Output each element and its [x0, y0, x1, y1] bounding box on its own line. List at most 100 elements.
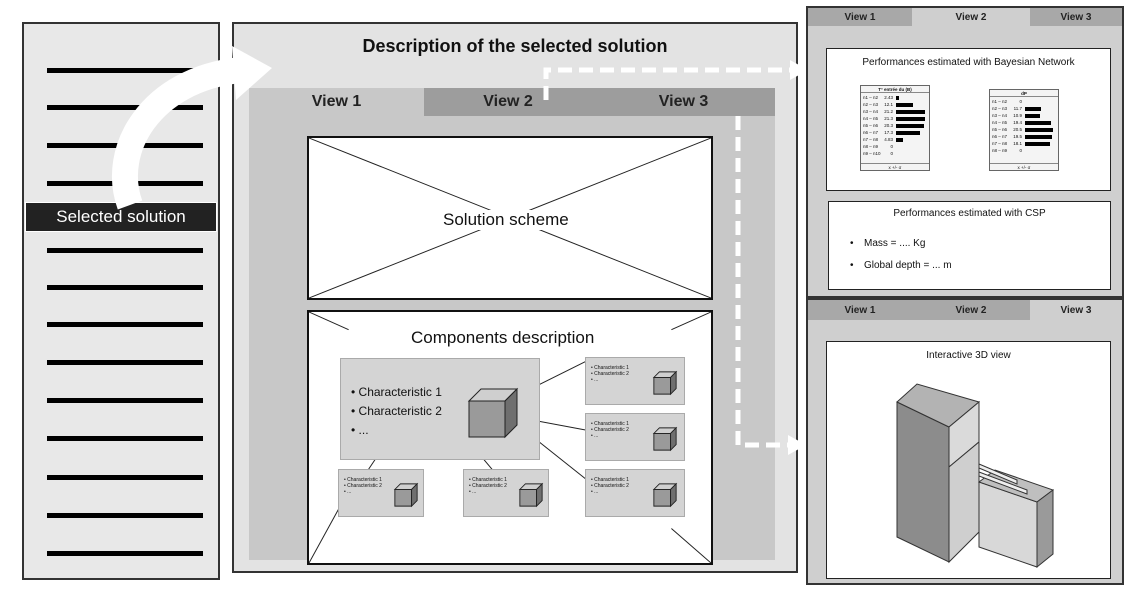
characteristic-item: ... [344, 489, 382, 495]
right-top-tab-view-2[interactable]: View 2 [912, 8, 1030, 26]
3d-model-render [896, 383, 1055, 569]
table-row-bar [1025, 114, 1040, 118]
component-card[interactable]: Characteristic 1Characteristic 2... [463, 469, 549, 517]
table-row-value: 21.3 [884, 116, 893, 121]
table-row-bar [896, 110, 925, 114]
pressure-drop-table-footer: x +/- σ [990, 163, 1058, 170]
table-row-bar [1025, 128, 1053, 132]
table-row-bar [896, 96, 900, 100]
characteristic-item: Characteristic 2 [591, 427, 629, 433]
table-row-value: 11.7 [1013, 106, 1022, 111]
table-row-value: 0 [890, 151, 893, 156]
table-row-bar [896, 117, 926, 121]
main-component[interactable]: Characteristic 1 Characteristic 2 ... [340, 358, 540, 460]
table-row-label: n3 – n4 [863, 109, 879, 114]
table-row-value: 0 [890, 144, 893, 149]
solution-list-item[interactable] [47, 68, 203, 73]
right-bottom-tab-view-1[interactable]: View 1 [808, 300, 912, 320]
solution-list-item[interactable] [47, 248, 203, 253]
solution-list-item[interactable] [47, 551, 203, 556]
table-row-label: n5 – n6 [863, 123, 879, 128]
description-title: Description of the selected solution [362, 36, 668, 56]
solution-list-item[interactable] [47, 360, 203, 365]
characteristic-item: Characteristic 2 [469, 483, 507, 489]
characteristic-item: Characteristic 1 [351, 383, 442, 402]
right-bottom-tab-view-2[interactable]: View 2 [912, 300, 1030, 320]
component-characteristics: Characteristic 1Characteristic 2... [344, 477, 382, 495]
characteristic-item: Characteristic 2 [591, 371, 629, 377]
table-row-bar [1025, 107, 1041, 111]
component-card[interactable]: Characteristic 1Characteristic 2... [585, 357, 685, 405]
table-row-value: 10.9 [1013, 113, 1022, 118]
table-row-label: n7 – n8 [863, 137, 879, 142]
table-row-label: n8 – n9 [863, 144, 879, 149]
table-row-value: 4.83 [884, 137, 893, 142]
component-cube-icon [393, 482, 419, 508]
table-row-value: 19.4 [1013, 120, 1022, 125]
solution-list-item[interactable] [47, 322, 203, 327]
components-description-label: Components description [411, 328, 595, 347]
component-cube-icon [652, 370, 678, 396]
table-row-label: n3 – n4 [992, 113, 1008, 118]
right-bottom-tab-view-3[interactable]: View 3 [1030, 300, 1122, 320]
tab-view-2[interactable]: View 2 [424, 88, 592, 116]
table-row-bar [1025, 135, 1052, 139]
table-row-bar [896, 124, 924, 128]
tab-view-3[interactable]: View 3 [592, 88, 775, 116]
characteristic-item: Characteristic 2 [351, 402, 442, 421]
solution-list-item[interactable] [47, 513, 203, 518]
table-row-label: n1 – n2 [992, 99, 1008, 104]
pressure-drop-table-header: dP [990, 90, 1058, 97]
table-row-value: 17.3 [884, 130, 893, 135]
table-row-bar [896, 131, 920, 135]
component-characteristics: Characteristic 1Characteristic 2... [591, 421, 629, 439]
interactive-3d-view-box[interactable]: Interactive 3D view [826, 341, 1111, 579]
solution-list-item[interactable] [47, 285, 203, 290]
temperature-table-footer: x +/- σ [861, 163, 929, 170]
main-component-characteristics: Characteristic 1 Characteristic 2 ... [351, 383, 442, 440]
table-row-label: n4 – n5 [863, 116, 879, 121]
table-row-label: n8 – n9 [992, 148, 1008, 153]
table-row-label: n6 – n7 [863, 130, 879, 135]
solution-list-item[interactable] [47, 398, 203, 403]
solution-scheme-label: Solution scheme [439, 210, 573, 230]
table-row-bar [896, 138, 903, 142]
component-cube-icon [518, 482, 544, 508]
table-row-bar [1025, 121, 1052, 125]
right-top-tab-view-3[interactable]: View 3 [1030, 8, 1122, 26]
characteristic-item: ... [469, 489, 507, 495]
table-row-label: n2 – n3 [992, 106, 1008, 111]
component-cube-icon [467, 387, 519, 439]
characteristic-item: ... [591, 489, 629, 495]
bayesian-network-box: Performances estimated with Bayesian Net… [826, 48, 1111, 191]
table-row-label: n6 – n7 [992, 134, 1008, 139]
component-card[interactable]: Characteristic 1Characteristic 2... [585, 413, 685, 461]
table-row-value: 21.2 [884, 109, 893, 114]
table-row-label: n2 – n3 [863, 102, 879, 107]
component-characteristics: Characteristic 1Characteristic 2... [469, 477, 507, 495]
right-top-tab-view-1[interactable]: View 1 [808, 8, 912, 26]
characteristic-item: ... [591, 377, 629, 383]
component-card[interactable]: Characteristic 1Characteristic 2... [585, 469, 685, 517]
tab-view-1[interactable]: View 1 [249, 88, 424, 116]
characteristic-item: ... [351, 421, 442, 440]
table-row-label: n4 – n5 [992, 120, 1008, 125]
characteristic-item: Characteristic 1 [591, 477, 629, 483]
csp-box: Performances estimated with CSP Mass = .… [828, 201, 1111, 290]
component-card[interactable]: Characteristic 1Characteristic 2... [338, 469, 424, 517]
bayesian-network-title: Performances estimated with Bayesian Net… [862, 57, 1075, 68]
csp-title: Performances estimated with CSP [893, 208, 1046, 219]
csp-item-depth: Global depth = ... m [864, 260, 952, 271]
solution-list-item[interactable] [47, 105, 203, 110]
solution-list-item[interactable] [47, 436, 203, 441]
table-row-label: n7 – n8 [992, 141, 1008, 146]
characteristic-item: Characteristic 1 [591, 365, 629, 371]
table-row-value: 18.1 [1013, 141, 1022, 146]
solution-list-item[interactable] [47, 475, 203, 480]
csp-item-mass: Mass = .... Kg [864, 238, 952, 249]
temperature-table-header: T° entrée du (B) [861, 86, 929, 93]
characteristic-item: Characteristic 1 [591, 421, 629, 427]
component-cube-icon [652, 482, 678, 508]
